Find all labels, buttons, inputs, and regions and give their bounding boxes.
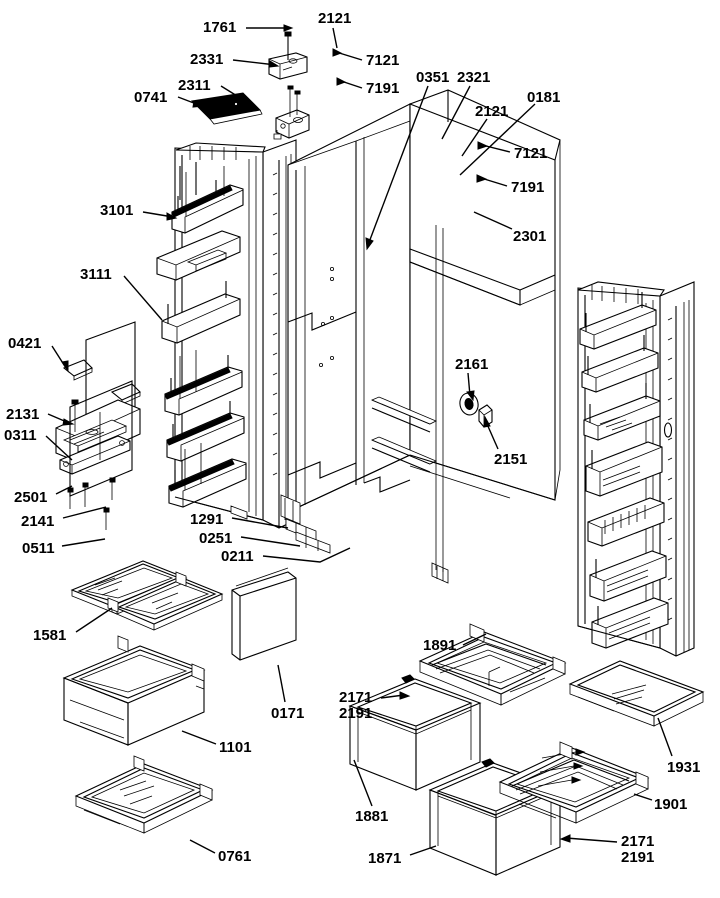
callout-2191-b: 2191	[621, 849, 655, 866]
fridge-door-can-rack	[587, 497, 665, 547]
kick-panel	[231, 567, 297, 661]
freezer-door-shelf	[156, 230, 241, 281]
callout-7121-b: 7121	[514, 145, 548, 162]
rocker-switch-panel	[190, 92, 263, 125]
callout-2151: 2151	[494, 451, 528, 468]
leader-lines	[45, 24, 673, 856]
callout-1101: 1101	[219, 739, 252, 756]
callout-2131: 2131	[6, 406, 40, 423]
refrigerator-door-assembly	[577, 281, 695, 657]
freezer-door-bin-2	[161, 281, 241, 344]
crisper-drawer-upper	[348, 674, 482, 791]
callout-1761: 1761	[203, 19, 237, 36]
callout-3101: 3101	[100, 202, 134, 219]
callout-2191-a: 2191	[339, 705, 373, 722]
callout-2161: 2161	[455, 356, 489, 373]
callout-2141: 2141	[21, 513, 55, 530]
freezer-door-bin-3	[164, 350, 243, 416]
callout-2301: 2301	[513, 228, 547, 245]
callout-0351: 0351	[416, 69, 450, 86]
callout-7191-a: 7191	[366, 80, 400, 97]
glass-shelf-right	[568, 660, 705, 727]
control-bracket-assembly	[55, 380, 141, 530]
callout-1931: 1931	[667, 759, 701, 776]
callout-0511: 0511	[22, 540, 55, 557]
fridge-door-bin-2	[581, 335, 659, 393]
fridge-door-bin-3	[583, 383, 661, 441]
callout-0171: 0171	[271, 705, 305, 722]
callout-0251: 0251	[199, 530, 233, 547]
callout-2171-b: 2171	[621, 833, 655, 850]
callout-2321: 2321	[457, 69, 491, 86]
callout-1581: 1581	[33, 627, 67, 644]
callout-1291: 1291	[190, 511, 224, 528]
callout-2331: 2331	[190, 51, 224, 68]
fridge-door-bin-1	[579, 292, 657, 350]
freezer-shelf-split	[70, 560, 224, 631]
hinge-base-left	[273, 85, 310, 140]
callout-0741: 0741	[134, 89, 168, 106]
callout-1871: 1871	[368, 850, 402, 867]
callout-7121-a: 7121	[366, 52, 400, 69]
callout-1891: 1891	[423, 637, 457, 654]
freezer-door-bin-4	[166, 401, 245, 462]
callout-1881: 1881	[355, 808, 389, 825]
freezer-door-assembly	[156, 139, 297, 529]
freezer-door-bin-5	[168, 443, 247, 508]
deli-shelf	[498, 741, 650, 824]
callout-0211: 0211	[221, 548, 254, 565]
callout-2121-b: 2121	[475, 103, 509, 120]
freezer-shelf-glass	[74, 755, 214, 834]
fridge-door-bin-5	[589, 550, 667, 602]
crisper-cover-assembly	[418, 623, 567, 706]
freezer-drawer	[62, 635, 206, 746]
callout-2501: 2501	[14, 489, 48, 506]
callout-7191-b: 7191	[511, 179, 545, 196]
callout-0311: 0311	[4, 427, 37, 444]
callout-0181: 0181	[527, 89, 561, 106]
callout-2171-a: 2171	[339, 689, 373, 706]
cabinet-body	[280, 89, 561, 584]
light-lens	[62, 321, 141, 451]
fridge-door-dairy-bin	[585, 441, 663, 497]
callout-0761: 0761	[218, 848, 252, 865]
freezer-door-bin-1	[171, 162, 244, 234]
callout-1901: 1901	[654, 796, 688, 813]
callout-0421: 0421	[8, 335, 42, 352]
top-hinge-bracket	[268, 31, 308, 80]
callout-3111: 3111	[80, 266, 112, 283]
callout-2311: 2311	[178, 77, 211, 94]
callout-2121-a: 2121	[318, 10, 352, 27]
